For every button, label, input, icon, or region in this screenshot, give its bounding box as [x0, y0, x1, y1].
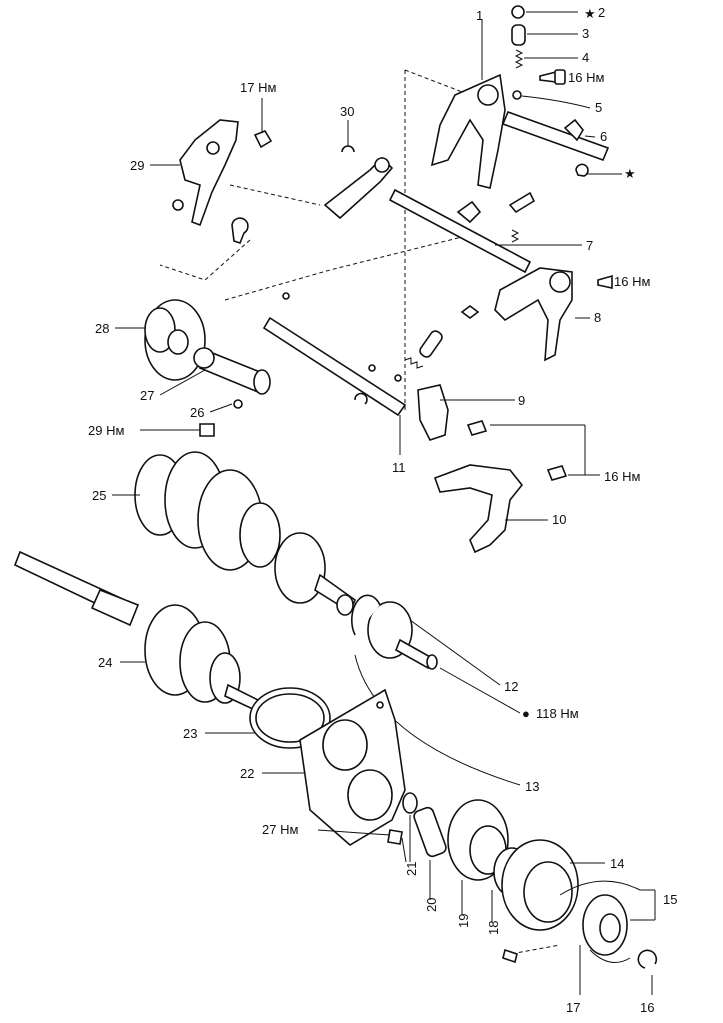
spring-part-4 — [514, 49, 578, 69]
label-27: 27 — [140, 388, 154, 403]
countershaft-gear-cluster-part-25 — [112, 451, 356, 616]
label-10: 10 — [552, 512, 566, 527]
label-25: 25 — [92, 488, 106, 503]
torque-16nm-top: 16 Нм — [568, 70, 604, 85]
label-26: 26 — [190, 405, 204, 420]
shift-lever-part-30 — [323, 120, 394, 220]
torque-16nm-mid: 16 Нм — [614, 274, 650, 289]
label-21: 21 — [404, 862, 419, 876]
synchro-sleeve-part-14 — [501, 839, 605, 931]
label-20: 20 — [424, 898, 439, 912]
label-15: 15 — [663, 892, 677, 907]
label-5: 5 — [595, 100, 602, 115]
nut-118nm — [439, 667, 521, 714]
circlip-part-16 — [637, 949, 658, 995]
pin-part-26 — [209, 399, 243, 413]
label-8: 8 — [594, 310, 601, 325]
label-9: 9 — [518, 393, 525, 408]
symbols: ★ ★ ● — [522, 6, 636, 721]
bolt-29nm — [140, 423, 215, 437]
dot-symbol: ● — [522, 706, 530, 721]
label-4: 4 — [582, 50, 589, 65]
shaft-part-27 — [159, 347, 271, 396]
shift-fork-part-1 — [430, 20, 506, 189]
torque-118nm: 118 Нм — [536, 706, 579, 721]
snap-ring-part-23 — [205, 687, 331, 749]
interlock-plate-part-9 — [417, 384, 600, 481]
label-13: 13 — [525, 779, 539, 794]
spring-sleeve-part-3 — [511, 24, 578, 46]
springs-part-15 — [559, 880, 656, 963]
label-29: 29 — [130, 158, 144, 173]
input-shaft-part-24 — [13, 550, 259, 712]
pin-part-5 — [512, 90, 591, 109]
label-2: 2 — [598, 5, 605, 20]
selector-shaft-part-7 — [388, 188, 582, 274]
shift-fork-part-8 — [404, 267, 613, 369]
gear-part-28 — [115, 299, 206, 381]
detent-ball-part-2 — [511, 5, 578, 19]
label-11: 11 — [392, 460, 406, 475]
bearing-plate-part-22 — [262, 688, 406, 846]
label-3: 3 — [582, 26, 589, 41]
label-7: 7 — [586, 238, 593, 253]
gear-part-12 — [350, 594, 501, 686]
torque-labels: 16 Нм 16 Нм 16 Нм 17 Нм 29 Нм 118 Нм 27 … — [88, 70, 650, 837]
label-17: 17 — [566, 1000, 580, 1015]
label-16: 16 — [640, 1000, 654, 1015]
gear-part-19 — [447, 799, 509, 915]
label-12: 12 — [504, 679, 518, 694]
label-22: 22 — [240, 766, 254, 781]
torque-29nm: 29 Нм — [88, 423, 124, 438]
label-6: 6 — [600, 129, 607, 144]
needle-bearing-part-20 — [413, 806, 447, 900]
bearing-part-21 — [402, 792, 418, 862]
label-24: 24 — [98, 655, 112, 670]
label-23: 23 — [183, 726, 197, 741]
torque-17nm: 17 Нм — [240, 80, 276, 95]
label-30: 30 — [340, 104, 354, 119]
label-18: 18 — [486, 921, 501, 935]
torque-16nm-low: 16 Нм — [604, 469, 640, 484]
part-number-labels: 1 2 3 4 5 6 7 8 9 10 11 12 13 14 15 16 1… — [92, 5, 677, 1015]
selector-shaft-part-11 — [262, 292, 407, 455]
torque-27nm: 27 Нм — [262, 822, 298, 837]
star-symbol-mid: ★ — [624, 166, 636, 181]
synchro-hub-part-17 — [502, 894, 628, 995]
label-1: 1 — [476, 8, 483, 23]
label-28: 28 — [95, 321, 109, 336]
star-symbol-top: ★ — [584, 6, 596, 21]
plug-star-mid — [575, 163, 589, 177]
label-19: 19 — [456, 914, 471, 928]
bracket-part-29 — [150, 119, 273, 244]
label-14: 14 — [610, 856, 624, 871]
shift-fork-part-10 — [433, 464, 548, 554]
bolt-27nm — [317, 829, 407, 863]
shift-rod-part-6 — [501, 110, 610, 162]
bolt-16nm-top — [539, 69, 566, 85]
ring-part-13-leader — [354, 654, 521, 786]
